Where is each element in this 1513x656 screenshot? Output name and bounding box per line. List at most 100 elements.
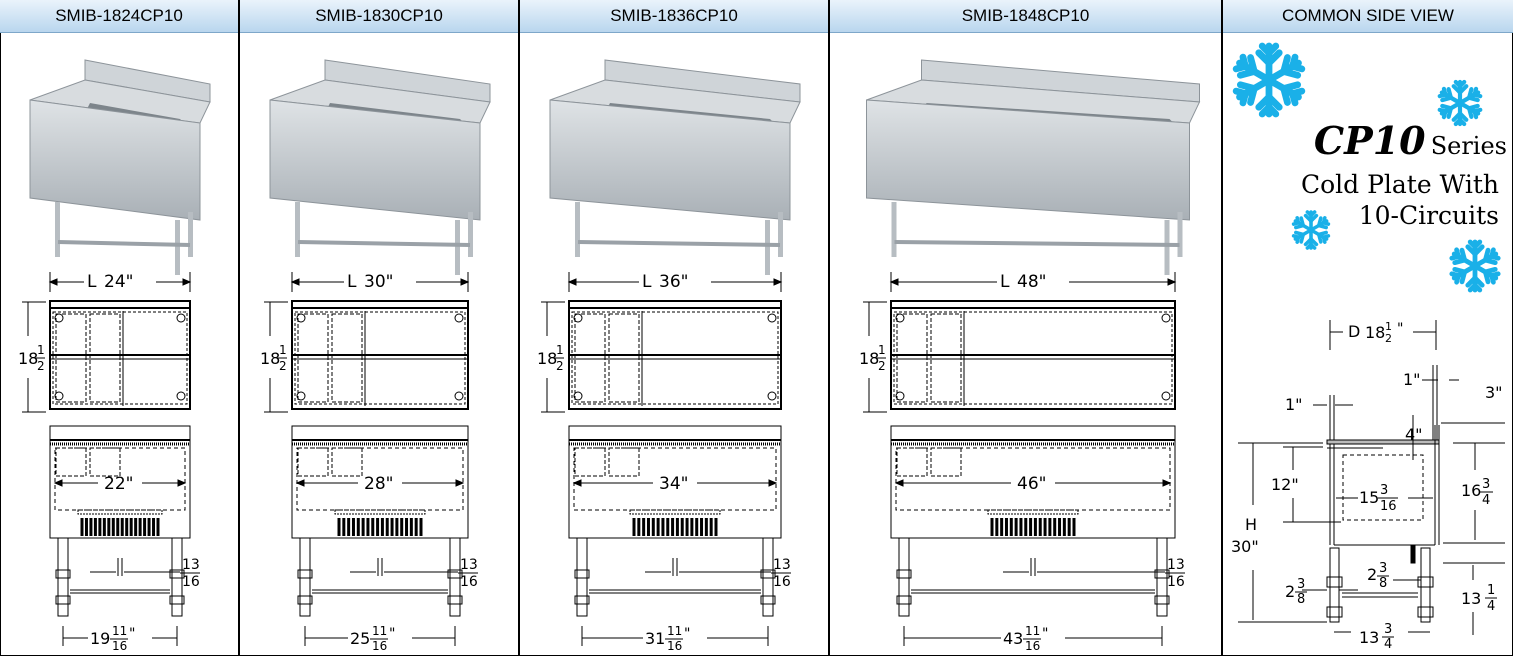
side-view-drawing: D 18 1 2 " 1" 1" 3" 4" 12" 15 3 16 16 3 …	[1231, 320, 1505, 652]
leg-base: 25	[350, 629, 370, 648]
dim-16-num: 3	[1482, 477, 1490, 492]
svg-text:": "	[389, 626, 395, 642]
leg-num: 11	[1025, 624, 1040, 638]
dim-1-left: 1"	[1285, 395, 1303, 414]
dim-2-3-8-left-num: 3	[1297, 577, 1305, 592]
leg-num: 11	[667, 624, 682, 638]
dim-13-1-4-num: 1	[1487, 583, 1495, 598]
length-dim: 30"	[364, 272, 393, 292]
length-dim: 24"	[104, 272, 133, 292]
dim-2-3-8-right-num: 3	[1379, 561, 1387, 576]
inner-dim: 34"	[659, 474, 688, 494]
product-photo	[269, 59, 491, 275]
leg-den: 16	[112, 639, 127, 653]
inner-dim: 28"	[364, 474, 393, 494]
dim-h: H	[1245, 515, 1257, 534]
product-photo	[29, 59, 211, 275]
dim-2-3-8-right-den: 8	[1379, 576, 1387, 591]
svg-text:": "	[1042, 626, 1048, 642]
leg-den: 16	[667, 639, 682, 653]
depth-whole: 18	[859, 349, 879, 368]
dim-2-3-8-left-den: 8	[1297, 592, 1305, 607]
svg-text:": "	[684, 626, 690, 642]
depth-num: 1	[878, 343, 886, 357]
drain-num: 13	[182, 557, 200, 573]
length-dim: 48"	[1017, 272, 1046, 292]
depth-den: 2	[556, 359, 564, 373]
column-header-model: SMIB-1830CP10	[240, 0, 518, 33]
svg-text:": "	[1397, 321, 1403, 337]
length-prefix: L	[1000, 272, 1010, 292]
product-photo	[866, 59, 1201, 275]
leg-den: 16	[1025, 639, 1040, 653]
drain-den: 16	[773, 574, 791, 590]
dim-d-label: D	[1348, 322, 1360, 341]
drain-den: 16	[460, 574, 478, 590]
depth-num: 1	[279, 343, 287, 357]
leg-base: 31	[645, 629, 665, 648]
dim-13-3-4-den: 4	[1384, 637, 1392, 652]
leg-base: 19	[90, 629, 110, 648]
dim-3: 3"	[1485, 383, 1503, 402]
dim-15-den: 16	[1380, 499, 1397, 514]
series-bold: CP10	[1313, 118, 1426, 163]
series-title: CP10 Series	[1277, 118, 1507, 163]
dim-12: 12"	[1271, 475, 1299, 494]
dim-30: 30"	[1231, 537, 1259, 556]
depth-num: 1	[556, 343, 564, 357]
column-header-side-view: COMMON SIDE VIEW	[1223, 0, 1513, 33]
length-prefix: L	[642, 272, 652, 292]
inner-dim: 46"	[1017, 474, 1046, 494]
inner-dim: 22"	[104, 474, 133, 494]
drain-num: 13	[460, 557, 478, 573]
depth-den: 2	[878, 359, 886, 373]
dim-15-num: 3	[1380, 483, 1388, 498]
leg-base: 43	[1003, 629, 1023, 648]
dim-13-1-4-whole: 13	[1461, 589, 1481, 608]
length-prefix: L	[347, 272, 357, 292]
dim-d-whole: 18	[1365, 323, 1385, 342]
dim-13-3-4-num: 3	[1384, 622, 1392, 637]
dim-16-whole: 16	[1461, 481, 1481, 500]
leg-num: 11	[372, 624, 387, 638]
depth-whole: 18	[260, 349, 280, 368]
drain-den: 16	[182, 574, 200, 590]
depth-den: 2	[279, 359, 287, 373]
dim-d-den: 2	[1385, 332, 1392, 345]
drain-den: 16	[1167, 574, 1185, 590]
dim-d-num: 1	[1385, 320, 1392, 333]
svg-text:": "	[129, 626, 135, 642]
series-word: Series	[1430, 132, 1507, 160]
series-line-3: 10-Circuits	[1358, 201, 1499, 230]
dim-2-3-8-right-whole: 2	[1367, 565, 1377, 584]
column-header-model: SMIB-1824CP10	[0, 0, 238, 33]
dim-13-1-4-den: 4	[1487, 599, 1495, 614]
depth-whole: 18	[18, 349, 38, 368]
dim-4: 4"	[1405, 425, 1423, 444]
dim-15-whole: 15	[1359, 488, 1379, 507]
leg-num: 11	[112, 624, 127, 638]
drain-num: 13	[1167, 557, 1185, 573]
column-header-model: SMIB-1836CP10	[520, 0, 828, 33]
dim-13-3-4-whole: 13	[1359, 628, 1379, 647]
dim-2-3-8-left-whole: 2	[1285, 582, 1295, 601]
drain-num: 13	[773, 557, 791, 573]
dim-16-den: 4	[1482, 493, 1490, 508]
length-dim: 36"	[659, 272, 688, 292]
product-photo	[549, 59, 801, 275]
column-side-view: COMMON SIDE VIEW CP1	[1223, 0, 1513, 656]
dim-1-right: 1"	[1403, 370, 1421, 389]
depth-whole: 18	[537, 349, 557, 368]
depth-num: 1	[37, 343, 45, 357]
series-line-2: Cold Plate With	[1300, 170, 1499, 199]
length-prefix: L	[87, 272, 97, 292]
leg-den: 16	[372, 639, 387, 653]
